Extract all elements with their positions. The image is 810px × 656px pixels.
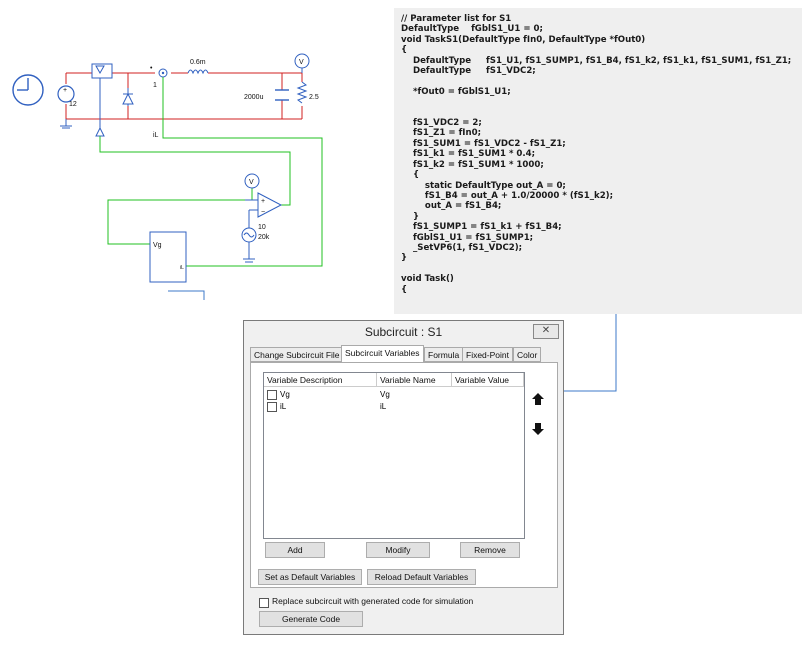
generated-code-text: // Parameter list for S1 DefaultType fGb…: [401, 14, 792, 295]
svg-text:−: −: [261, 209, 265, 216]
table-row[interactable]: iL iL: [264, 401, 524, 413]
opamp-icon: [257, 192, 283, 218]
tab-fixed-point[interactable]: Fixed-Point: [462, 347, 513, 362]
arrow-up-icon: [532, 393, 544, 405]
set-default-variables-button[interactable]: Set as Default Variables: [258, 569, 362, 585]
capacitor-icon: [275, 89, 289, 101]
row-variable-name: Vg: [380, 390, 390, 399]
move-up-button[interactable]: [531, 392, 545, 406]
close-button[interactable]: ✕: [533, 324, 559, 339]
column-header-description[interactable]: Variable Description: [264, 373, 377, 387]
node-label: 1: [153, 82, 157, 89]
subcircuit-port-il: iL: [180, 265, 184, 271]
inductor-label: 0.6m: [190, 59, 206, 66]
circuit-schematic: + 12 • 1 0.6m 2000u 2.5 V: [12, 53, 323, 300]
svg-text:V: V: [249, 179, 254, 186]
subcircuit-block[interactable]: [149, 231, 187, 283]
arrow-down-icon: [532, 423, 544, 435]
voltmeter-icon-2: [244, 173, 260, 189]
dc-source-label: 12: [69, 101, 77, 108]
column-header-value[interactable]: Variable Value: [452, 373, 524, 387]
tab-color[interactable]: Color: [513, 347, 542, 362]
variables-table[interactable]: Variable Description Variable Name Varia…: [263, 372, 525, 539]
tab-panel-variables: Variable Description Variable Name Varia…: [250, 362, 558, 588]
row-checkbox[interactable]: [267, 402, 277, 412]
tab-change-subcircuit-file[interactable]: Change Subcircuit File: [250, 347, 344, 362]
power-wires: [65, 72, 303, 120]
diode-icon: [122, 88, 134, 106]
switch-icon: [91, 63, 113, 137]
svg-text:V: V: [299, 59, 304, 66]
capacitor-label: 2000u: [244, 94, 264, 101]
clock-icon: [12, 74, 44, 106]
control-wires: [99, 77, 323, 267]
move-down-button[interactable]: [531, 422, 545, 436]
column-header-name[interactable]: Variable Name: [377, 373, 452, 387]
row-description: Vg: [280, 390, 290, 399]
subcircuit-port-vg: Vg: [153, 242, 162, 249]
svg-text:•: •: [150, 65, 153, 72]
row-checkbox[interactable]: [267, 390, 277, 400]
replace-subcircuit-label: Replace subcircuit with generated code f…: [272, 596, 474, 606]
svg-text:+: +: [63, 87, 67, 94]
svg-text:+: +: [261, 198, 265, 205]
resistor-label: 2.5: [309, 94, 319, 101]
subcircuit-dialog: Subcircuit : S1 ✕ Change Subcircuit File…: [243, 320, 564, 635]
current-sensor-icon: [158, 68, 168, 78]
inductor-icon: [187, 69, 209, 75]
add-button[interactable]: Add: [265, 542, 325, 558]
sine-source-icon: [241, 227, 257, 263]
tab-formula[interactable]: Formula: [424, 347, 464, 362]
replace-subcircuit-checkbox[interactable]: [259, 598, 269, 608]
tab-subcircuit-variables[interactable]: Subcircuit Variables: [341, 345, 424, 363]
modify-button[interactable]: Modify: [366, 542, 430, 558]
generate-code-button[interactable]: Generate Code: [259, 611, 363, 627]
generated-code-panel: // Parameter list for S1 DefaultType fGb…: [394, 8, 802, 314]
remove-button[interactable]: Remove: [460, 542, 520, 558]
sine-frequency-label: 20k: [258, 234, 270, 241]
connector-arrow-left: [168, 290, 205, 300]
row-description: iL: [280, 402, 287, 411]
current-label: iL: [153, 132, 159, 139]
table-row[interactable]: Vg Vg: [264, 389, 524, 401]
voltmeter-icon: [294, 53, 310, 73]
resistor-icon: [296, 81, 308, 104]
sine-amplitude-label: 10: [258, 224, 266, 231]
row-variable-name: iL: [380, 402, 387, 411]
reload-default-variables-button[interactable]: Reload Default Variables: [367, 569, 476, 585]
dc-source: +: [57, 85, 75, 129]
dialog-title: Subcircuit : S1: [364, 325, 443, 339]
